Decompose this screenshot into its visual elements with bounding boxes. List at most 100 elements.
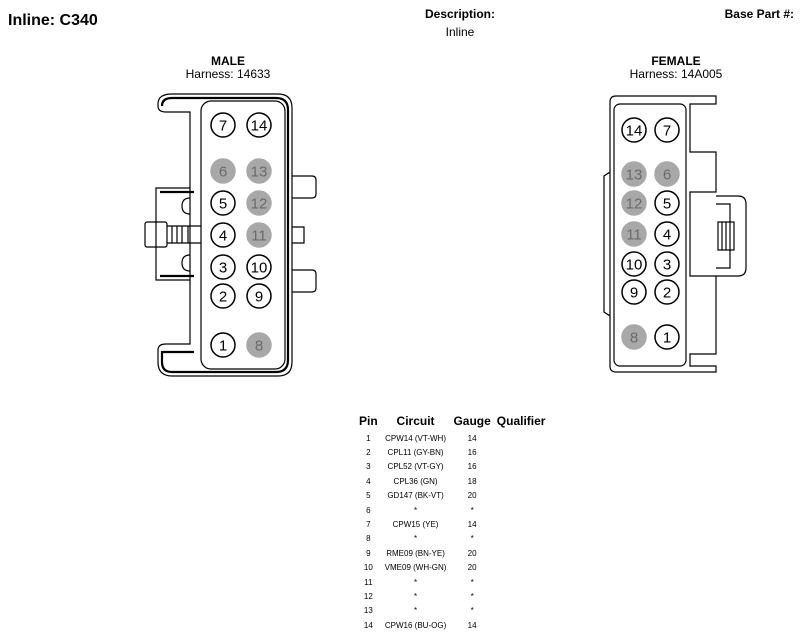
- description-label: Description:: [424, 7, 495, 21]
- pin-cell: 13: [363, 606, 373, 616]
- qualifier-cell: [494, 517, 549, 531]
- male-pin: 8: [246, 332, 272, 358]
- male-pin-circle: [246, 190, 272, 216]
- female-pin: 6: [654, 161, 680, 187]
- header-circuit: Circuit: [396, 414, 435, 428]
- circuit-cell: CPL36 (GN): [393, 476, 438, 486]
- qualifier-cell: [494, 589, 549, 603]
- gauge-cell: 14: [467, 520, 477, 530]
- female-pin: 2: [654, 279, 680, 305]
- circuit-cell: *: [414, 591, 418, 601]
- female-pin-number: 12: [626, 196, 643, 213]
- gauge-cell: *: [470, 505, 474, 515]
- female-pin-number: 14: [626, 123, 643, 140]
- female-harness: Harness: 14A005: [629, 67, 723, 81]
- male-pin-number: 13: [251, 164, 268, 181]
- header-qualifier: Qualifier: [496, 414, 546, 428]
- header-pin: Pin: [359, 414, 378, 428]
- circuit-cell: RME09 (BN-YE): [386, 548, 445, 558]
- male-pin-circle: [210, 332, 236, 358]
- male-pin-number: 5: [219, 196, 227, 213]
- female-pin-number: 2: [663, 285, 671, 302]
- female-pin-number: 7: [663, 123, 671, 140]
- male-pin-number: 8: [255, 338, 263, 355]
- qualifier-cell: [494, 503, 549, 517]
- qualifier-cell: [494, 445, 549, 459]
- male-pin-circle: [246, 332, 272, 358]
- circuit-cell: GD147 (BK-VT): [387, 491, 444, 501]
- female-pin-circle: [654, 251, 680, 277]
- circuit-cell: *: [414, 606, 418, 616]
- pin-cell: 14: [363, 620, 373, 630]
- qualifier-cell: [494, 532, 549, 546]
- male-pin: 12: [246, 190, 272, 216]
- circuit-cell: *: [414, 577, 418, 587]
- male-pin-circle: [210, 283, 236, 309]
- male-pin-circle: [246, 222, 272, 248]
- circuit-cell: VME09 (WH-GN): [384, 563, 447, 573]
- female-pin: 13: [621, 161, 647, 187]
- pin-table-header-row: Pin Circuit Gauge Qualifier: [356, 414, 548, 431]
- male-pin-number: 14: [251, 118, 268, 135]
- male-pin-circle: [246, 158, 272, 184]
- female-pin: 1: [654, 324, 680, 350]
- qualifier-cell: [494, 546, 549, 560]
- male-pin-circle: [246, 283, 272, 309]
- female-pin: 5: [654, 190, 680, 216]
- female-pin-circle: [654, 221, 680, 247]
- male-connector-body: [144, 93, 317, 377]
- female-pin-circle: [621, 161, 647, 187]
- female-pin-circle: [621, 117, 647, 143]
- male-pin: 4: [210, 222, 236, 248]
- gauge-cell: 20: [467, 548, 477, 558]
- gauge-cell: 18: [467, 476, 477, 486]
- female-pin-circle: [654, 324, 680, 350]
- male-pin-circle: [210, 222, 236, 248]
- circuit-cell: CPW15 (YE): [392, 520, 439, 530]
- pin-cell: 9: [366, 548, 371, 558]
- male-pin-circle: [210, 112, 236, 138]
- circuit-cell: *: [414, 534, 418, 544]
- circuit-cell: CPL52 (VT-GY): [387, 462, 444, 472]
- pin-cell: 8: [366, 534, 371, 544]
- qualifier-cell: [494, 575, 549, 589]
- qualifier-cell: [494, 431, 549, 445]
- male-pin-circle: [210, 254, 236, 280]
- gauge-cell: 20: [467, 491, 477, 501]
- female-pin-circle: [654, 161, 680, 187]
- qualifier-cell: [494, 604, 549, 618]
- pin-cell: 11: [364, 577, 373, 587]
- male-pin: 11: [246, 222, 272, 248]
- male-pin: 1: [210, 332, 236, 358]
- gauge-cell: *: [470, 591, 474, 601]
- connector-title: Inline: C340: [8, 12, 98, 29]
- gauge-cell: *: [470, 577, 474, 587]
- female-pin-number: 13: [626, 167, 643, 184]
- male-title: MALE: [211, 54, 245, 68]
- male-pin-number: 9: [255, 289, 263, 306]
- female-pin-circle: [654, 190, 680, 216]
- gauge-cell: *: [470, 534, 474, 544]
- male-pin-number: 1: [219, 338, 227, 355]
- pin-cell: 12: [363, 591, 373, 601]
- male-pin: 7: [210, 112, 236, 138]
- female-pin: 14: [621, 117, 647, 143]
- table-row: 9 RME09 (BN-YE) 20: [356, 546, 548, 560]
- male-pin-number: 7: [219, 118, 227, 135]
- male-pin: 9: [246, 283, 272, 309]
- pin-cell: 10: [363, 563, 373, 573]
- header-gauge: Gauge: [453, 414, 491, 428]
- male-pin-circle: [246, 254, 272, 280]
- pin-cell: 3: [366, 462, 371, 472]
- pin-cell: 2: [366, 448, 371, 458]
- table-row: 8 * *: [356, 532, 548, 546]
- male-pin-circle: [246, 112, 272, 138]
- female-pin: 11: [621, 221, 647, 247]
- pin-cell: 1: [366, 433, 371, 443]
